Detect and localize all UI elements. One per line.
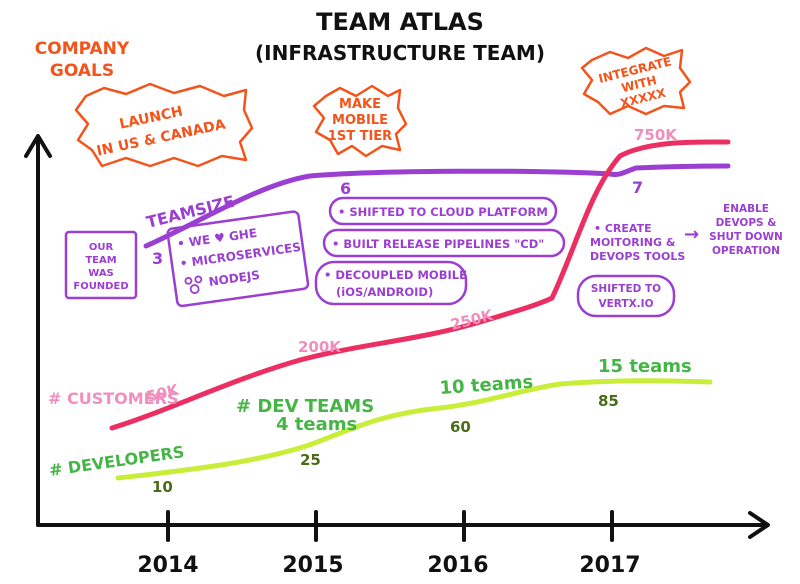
year-label-2016: 2016 — [427, 553, 488, 578]
note-mobile-box — [314, 260, 468, 306]
goal-launch: LAUNCH IN US & CANADA — [74, 82, 254, 168]
note-vertx-box — [576, 274, 676, 318]
teamsize-value-3: 3 — [152, 249, 163, 268]
note-monitoring-line2: MOITORING & — [590, 236, 676, 249]
company-goals-label-line1: COMPANY — [35, 39, 130, 59]
note-monitoring: • CREATE MOITORING & DEVOPS TOOLS — [590, 222, 685, 263]
note-pipelines-box — [322, 228, 566, 258]
goal-mobile-line3: 1ST TIER — [328, 129, 392, 144]
axes — [24, 134, 770, 542]
note-pipelines-text: • BUILT RELEASE PIPELINES "CD" — [332, 237, 544, 251]
note-mobile: • DECOUPLED MOBILE (iOS/ANDROID) — [314, 260, 468, 306]
arrow-icon: → — [684, 224, 699, 245]
dev-teams-value-15: 15 teams — [598, 356, 692, 377]
goal-mobile-line1: MAKE — [339, 97, 381, 112]
note-devops-line3: SHUT DOWN — [709, 231, 783, 243]
note-stack-line3: NODEJS — [208, 268, 261, 289]
goal-mobile-burst — [312, 84, 408, 158]
x-axis-arrow — [748, 511, 770, 539]
note-monitoring-line1: • CREATE — [594, 222, 652, 235]
customers-line — [109, 139, 731, 431]
developers-value-25: 25 — [300, 451, 321, 469]
year-label-2014: 2014 — [137, 553, 198, 578]
note-devops-line4: OPERATION — [712, 245, 780, 257]
customers-value-750k: 750K — [634, 126, 678, 144]
page-title: TEAM ATLAS — [316, 8, 484, 36]
note-founded-line1: OUR — [89, 242, 114, 253]
note-founded-box — [64, 230, 138, 300]
customers-value-200k: 200K — [298, 338, 342, 356]
page-subtitle: (INFRASTRUCTURE TEAM) — [255, 41, 545, 65]
dev-teams-value-10: 10 teams — [439, 371, 534, 398]
company-goals-label-line2: GOALS — [50, 61, 114, 81]
developers-value-10: 10 — [152, 478, 173, 496]
note-cloud-box — [328, 196, 558, 226]
note-monitoring-line3: DEVOPS TOOLS — [590, 250, 685, 263]
developers-value-85: 85 — [598, 392, 619, 410]
node-icon — [184, 275, 203, 294]
note-stack-box — [166, 210, 310, 308]
dev-teams-label: # DEV TEAMS — [236, 396, 374, 417]
goal-integrate: INTEGRATE WITH XXXXX — [580, 46, 692, 116]
note-mobile-line1: • DECOUPLED MOBILE — [324, 268, 467, 282]
goal-mobile-line2: MOBILE — [332, 113, 388, 128]
note-founded-line3: WAS — [88, 268, 114, 279]
note-devops-line2: DEVOPS & — [716, 217, 777, 229]
goal-integrate-burst — [580, 46, 692, 116]
note-devops: ENABLE DEVOPS & SHUT DOWN OPERATION — [709, 203, 783, 257]
year-label-2017: 2017 — [579, 553, 640, 578]
note-founded-line4: FOUNDED — [73, 281, 128, 292]
year-label-2015: 2015 — [282, 553, 343, 578]
customers-label: # CUSTOMERS — [48, 389, 178, 408]
note-cloud: • SHIFTED TO CLOUD PLATFORM — [328, 196, 558, 226]
note-pipelines: • BUILT RELEASE PIPELINES "CD" — [322, 228, 566, 258]
dev-teams-value-4: 4 teams — [276, 414, 357, 435]
teamsize-line — [143, 163, 731, 249]
teamsize-value-6: 6 — [340, 179, 351, 198]
customers-value-250k: 250K — [449, 306, 496, 334]
developers-value-60: 60 — [450, 418, 471, 436]
note-devops-line1: ENABLE — [723, 203, 769, 215]
note-vertx: SHIFTED TO VERTX.IO — [576, 274, 676, 318]
note-cloud-text: • SHIFTED TO CLOUD PLATFORM — [338, 205, 548, 219]
developers-line — [115, 378, 713, 481]
note-vertx-line2: VERTX.IO — [599, 298, 654, 310]
note-founded-line2: TEAM — [85, 255, 116, 266]
teamsize-value-7: 7 — [632, 178, 643, 197]
note-founded: OUR TEAM WAS FOUNDED — [64, 230, 138, 300]
note-mobile-line2: (iOS/ANDROID) — [336, 285, 433, 299]
note-stack: • WE ♥ GHE • MICROSERVICES NODEJS — [166, 210, 310, 308]
goal-mobile: MAKE MOBILE 1ST TIER — [312, 84, 408, 158]
goal-launch-burst — [74, 82, 254, 168]
note-vertx-line1: SHIFTED TO — [591, 283, 661, 295]
y-axis-arrow — [24, 134, 52, 158]
